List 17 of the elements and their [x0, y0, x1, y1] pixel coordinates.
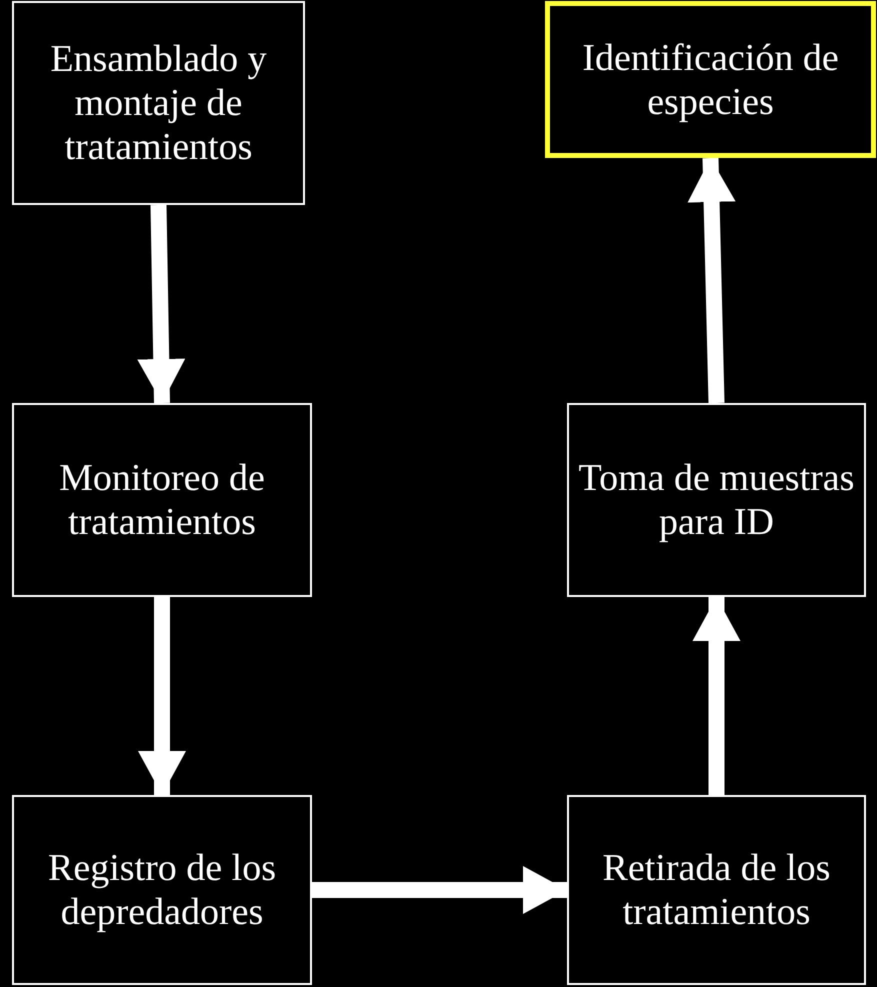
box-text: Monitoreo de tratamientos [58, 456, 266, 544]
process-box [12, 1, 305, 205]
box-text: Ensamblado y montaje de tratamientos [49, 37, 268, 169]
box-text: Toma de muestras para ID [578, 456, 856, 544]
process-box [567, 403, 866, 597]
arrow [688, 158, 736, 404]
process-box [567, 795, 866, 985]
arrow [692, 597, 740, 795]
process-box [545, 1, 876, 158]
box-text: Retirada de los tratamientos [602, 846, 832, 934]
process-box [12, 403, 312, 597]
process-box [12, 795, 312, 985]
box-text: Registro de los depredadores [47, 846, 277, 934]
arrow [138, 597, 186, 795]
arrow [137, 204, 186, 404]
arrow [312, 866, 567, 914]
box-text: Identificación de especies [581, 36, 840, 124]
